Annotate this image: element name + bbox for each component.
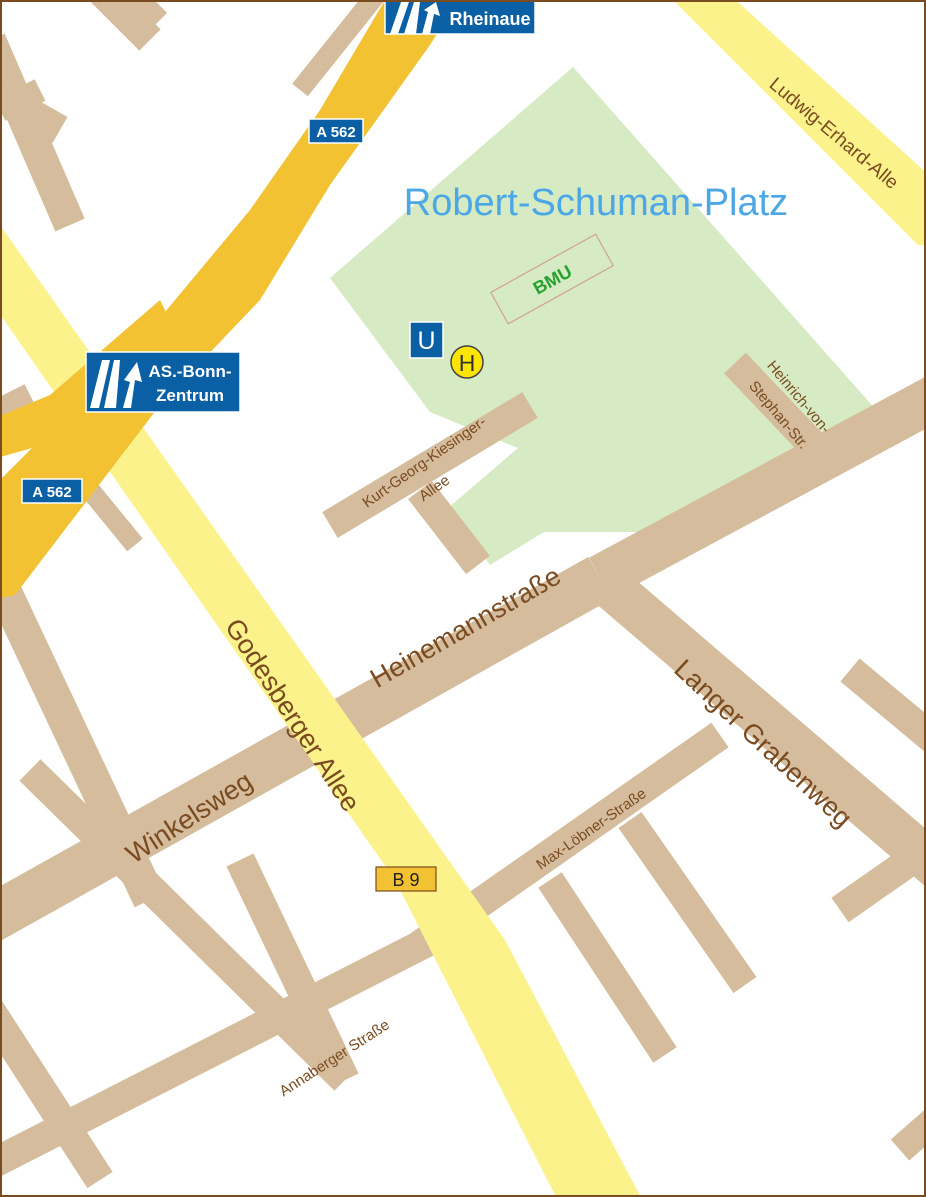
ludwig-erhard-allee-road (673, 0, 926, 245)
bus-stop-label: H (459, 350, 476, 376)
exit-sign-rheinaue: Rheinaue (384, 0, 536, 35)
motorway-badge-left: A 562 (21, 478, 83, 504)
godesberger-allee-road (0, 225, 641, 1197)
exit-sign-rheinaue-label: Rheinaue (449, 9, 530, 29)
motorway-exit-icon (90, 360, 142, 408)
federal-road-badge: B 9 (375, 866, 437, 892)
park-area (330, 67, 885, 565)
motorway-ramp (0, 300, 170, 458)
motorway-badge-top: A 562 (308, 118, 364, 144)
motorway-badge-left-label: A 562 (32, 484, 71, 501)
exit-sign-bonn-zentrum-line2: Zentrum (156, 386, 224, 405)
subway-icon: U (409, 321, 444, 359)
federal-road-badge-label: B 9 (392, 870, 419, 890)
bus-stop-icon: H (450, 345, 484, 379)
square-name-label: Robert-Schuman-Platz (404, 182, 788, 224)
motorway-exit-icon (390, 2, 440, 34)
exit-sign-bonn-zentrum: AS.-Bonn- Zentrum (85, 351, 241, 413)
subway-label: U (417, 327, 435, 355)
motorway-badge-top-label: A 562 (316, 124, 355, 141)
exit-sign-bonn-zentrum-line1: AS.-Bonn- (148, 362, 231, 381)
motorway-a562 (0, 0, 459, 598)
